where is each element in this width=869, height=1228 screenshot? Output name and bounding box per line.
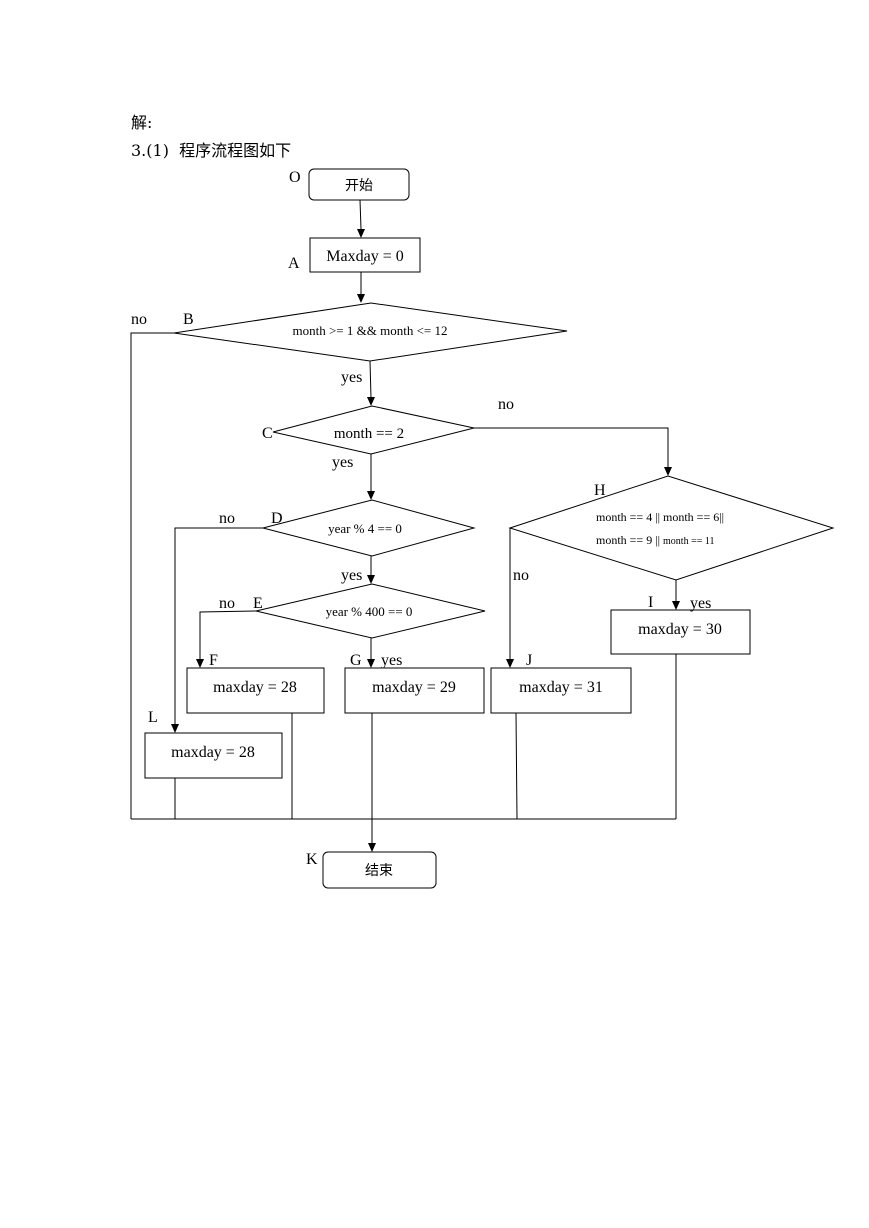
decision-b-text: month >= 1 && month <= 12 — [293, 323, 448, 338]
decision-c-text: month == 2 — [334, 426, 404, 442]
edge-label-d-yes: yes — [341, 567, 362, 584]
node-label-a: A — [288, 255, 300, 272]
process-i: maxday = 30 I — [610, 594, 751, 655]
arrowhead-to-c — [367, 397, 375, 406]
start-terminal: 开始 O — [289, 168, 410, 201]
arrowhead-to-h — [664, 467, 672, 476]
process-a-text: Maxday = 0 — [326, 248, 403, 265]
arrowhead-to-i — [672, 601, 680, 610]
arrowhead-to-a — [357, 229, 365, 238]
arrowhead-to-j — [506, 659, 514, 668]
edge-label-e-no: no — [219, 595, 235, 612]
node-label-o: O — [289, 169, 301, 186]
process-g-text: maxday = 29 — [372, 679, 456, 696]
end-terminal: 结束 K — [306, 851, 437, 889]
node-label-g: G — [350, 652, 362, 669]
decision-e: year % 400 == 0 E — [253, 583, 486, 639]
node-label-b: B — [183, 311, 194, 328]
decision-b: month >= 1 && month <= 12 B — [173, 302, 568, 362]
edge-label-h-no: no — [513, 567, 529, 584]
process-l: maxday = 28 L — [144, 709, 283, 779]
process-g: maxday = 29 G — [344, 652, 485, 714]
arrowhead-to-g — [367, 659, 375, 668]
process-f-text: maxday = 28 — [213, 679, 297, 696]
edge-label-b-no: no — [131, 311, 147, 328]
decision-h-text-line2: month == 9 || month == 11 — [596, 533, 714, 547]
edge-label-b-yes: yes — [341, 369, 362, 386]
edge-labels: no yes no yes no yes no yes no yes — [131, 311, 711, 669]
process-j: maxday = 31 J — [490, 652, 632, 714]
decision-d: year % 4 == 0 D — [262, 499, 476, 557]
answer-label: 解: — [131, 113, 153, 132]
decision-c: month == 2 C — [262, 405, 475, 455]
process-l-text: maxday = 28 — [171, 744, 255, 761]
edge-label-d-no: no — [219, 510, 235, 527]
decision-h-text-line1: month == 4 || month == 6|| — [596, 510, 724, 524]
decision-d-text: year % 4 == 0 — [328, 521, 402, 536]
node-label-e: E — [253, 595, 263, 612]
edge-label-c-yes: yes — [332, 454, 353, 471]
connectors — [130, 199, 677, 844]
arrowhead-to-l — [171, 724, 179, 733]
arrowhead-to-f — [196, 659, 204, 668]
node-label-h: H — [594, 482, 606, 499]
edge-label-h-yes: yes — [690, 595, 711, 612]
process-a: Maxday = 0 A — [288, 237, 421, 273]
decision-e-text: year % 400 == 0 — [326, 604, 413, 619]
edge-label-c-no: no — [498, 396, 514, 413]
edge-label-e-yes: yes — [381, 652, 402, 669]
node-label-i: I — [648, 594, 653, 611]
node-label-l: L — [148, 709, 158, 726]
process-f: maxday = 28 F — [186, 652, 325, 714]
arrowhead-to-d — [367, 491, 375, 500]
question-label: 3.(1) 程序流程图如下 — [131, 141, 292, 160]
node-label-f: F — [209, 652, 218, 669]
node-label-c: C — [262, 425, 273, 442]
arrowhead-to-e — [367, 575, 375, 584]
arrowheads — [171, 229, 680, 852]
node-label-d: D — [271, 510, 283, 527]
arrowhead-to-k — [368, 843, 376, 852]
node-label-k: K — [306, 851, 318, 868]
node-label-j: J — [526, 652, 532, 669]
arrowhead-to-b — [357, 294, 365, 303]
process-j-text: maxday = 31 — [519, 679, 603, 696]
start-text: 开始 — [345, 178, 373, 194]
decision-h: month == 4 || month == 6|| month == 9 ||… — [508, 475, 835, 581]
end-text: 结束 — [365, 863, 393, 879]
process-i-text: maxday = 30 — [638, 621, 722, 638]
